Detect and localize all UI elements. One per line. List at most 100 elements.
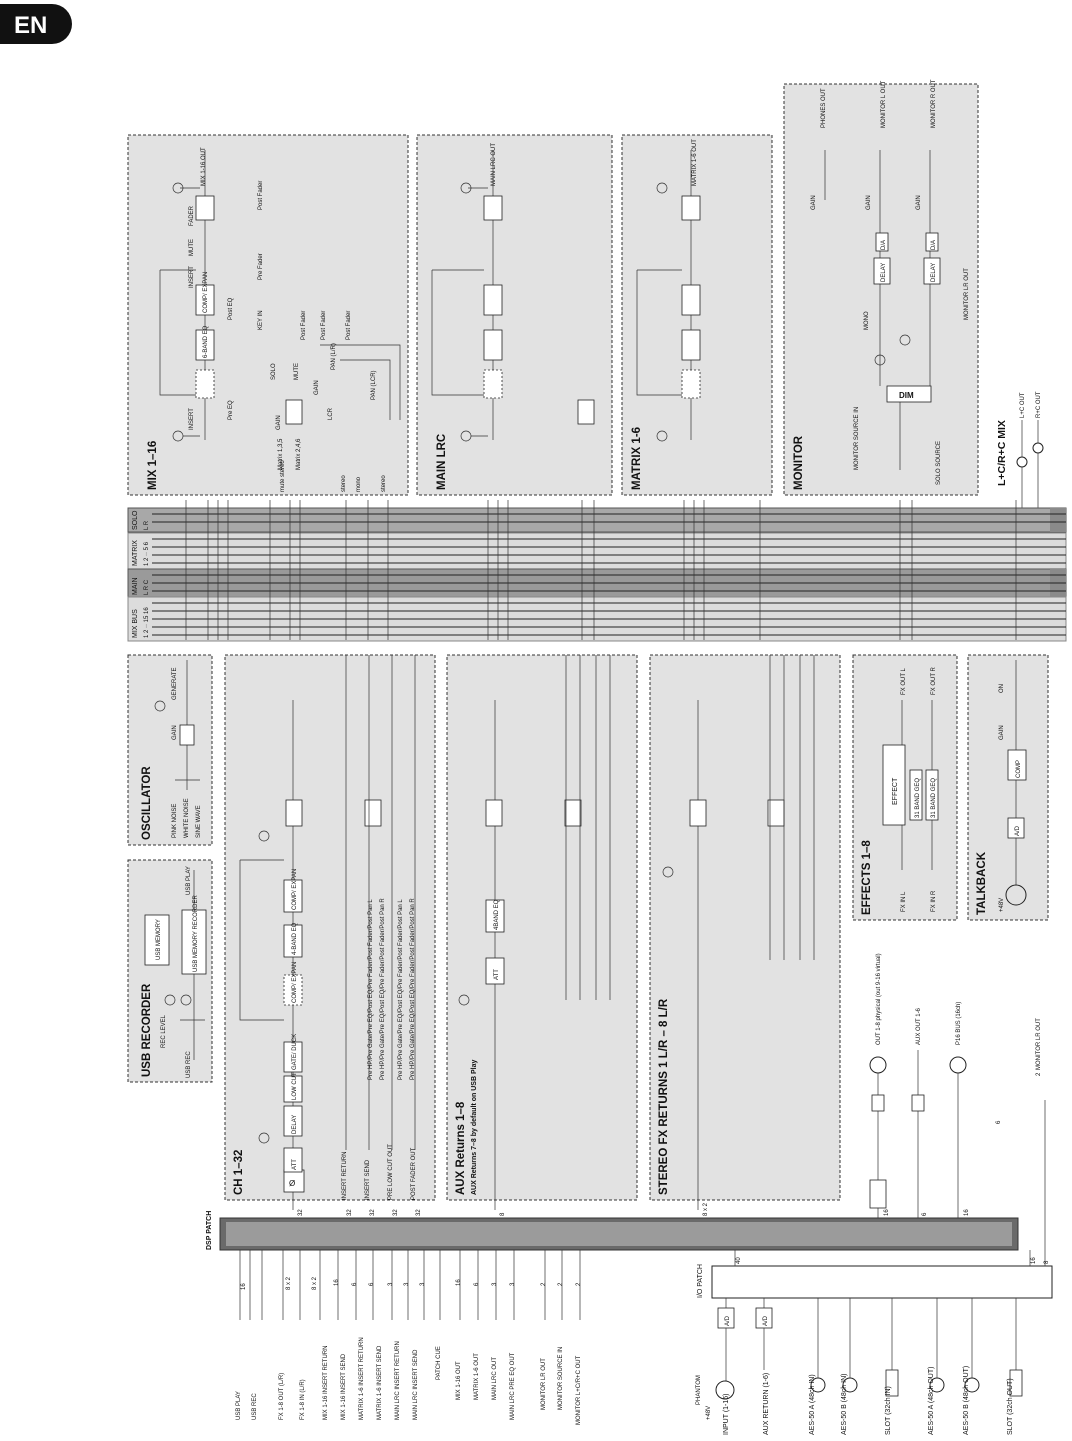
fx-returns-block: STEREO FX RETURNS 1 L/R – 8 L/R — [649, 654, 841, 1210]
mix-block-title: MIX 1–16 — [147, 441, 159, 490]
talkback-block: TALKBACK COMP A/D GAIN ON +48V — [967, 654, 1049, 921]
svg-text:L+C OUT: L+C OUT — [1020, 392, 1026, 418]
svg-text:MONITOR R OUT: MONITOR R OUT — [931, 79, 937, 128]
svg-text:FX IN R: FX IN R — [931, 890, 937, 912]
bus-count: 6 — [922, 1212, 928, 1216]
svg-text:OUT 1-8 physical (out 9-16 vir: OUT 1-8 physical (out 9-16 virtual) — [876, 953, 882, 1045]
svg-text:MONITOR LR OUT: MONITOR LR OUT — [1036, 1018, 1042, 1070]
bottom-label: MONITOR L+C/R+C OUT — [576, 1355, 582, 1425]
svg-text:FADER: FADER — [189, 205, 195, 226]
bus-count: 8 — [500, 1212, 506, 1216]
bottom-label: MAIN LRC OUT — [492, 1357, 498, 1400]
svg-text:LCR: LCR — [328, 407, 334, 420]
oscillator-block: OSCILLATOR GENERATE GAIN PINK NOISE WHIT… — [127, 654, 213, 846]
svg-text:ATT: ATT — [494, 969, 500, 980]
svg-text:GAIN: GAIN — [276, 415, 282, 430]
svg-text:A/D: A/D — [725, 1315, 731, 1326]
svg-text:GENERATE: GENERATE — [172, 667, 178, 700]
svg-text:+48V: +48V — [706, 1406, 712, 1420]
svg-text:USB MEMORY: USB MEMORY — [156, 919, 162, 960]
svg-text:Pre HP/Pre Gate/Pre EQ/Post EQ: Pre HP/Pre Gate/Pre EQ/Post EQ/Pre Fader… — [380, 898, 386, 1080]
svg-text:COMP: COMP — [1016, 760, 1022, 778]
io-labels: INPUT (1-16) AUX RETURN (1-6) AES-50 A (… — [723, 1366, 1014, 1435]
bottom-label: USB REC — [252, 1393, 258, 1420]
bus-mix-label: MIX BUS — [132, 609, 139, 638]
svg-text:Pre HP/Pre Gate/Pre EQ/Post EQ: Pre HP/Pre Gate/Pre EQ/Post EQ/Pre Fader… — [368, 899, 374, 1080]
bus-count: 6 — [996, 1120, 1002, 1124]
bottom-label: MAIN LRC INSERT SEND — [413, 1349, 419, 1420]
bus-count: 2 — [541, 1282, 547, 1286]
svg-text:FX OUT R: FX OUT R — [931, 666, 937, 695]
svg-text:MATRIX 1-6 OUT: MATRIX 1-6 OUT — [692, 139, 698, 186]
monitor-block-title: MONITOR — [793, 435, 805, 490]
io-label: AES-50 B (48ch OUT) — [963, 1366, 970, 1435]
bus-count: 2 — [576, 1282, 582, 1286]
svg-text:MUTE: MUTE — [189, 239, 195, 256]
svg-text:Post EQ: Post EQ — [228, 297, 234, 320]
bottom-output-labels: USB PLAY USB REC FX 1-8 OUT (L/R) FX 1-8… — [236, 1337, 582, 1425]
bus-count: 6 — [352, 1282, 358, 1286]
bus-count: 8 x 2 — [312, 1276, 318, 1290]
bottom-label: MONITOR LR OUT — [541, 1358, 547, 1410]
svg-text:SINE WAVE: SINE WAVE — [196, 805, 202, 838]
io-label: SLOT (32ch IN) — [885, 1386, 892, 1435]
bottom-label: MAIN LRC PRE EQ OUT — [510, 1352, 516, 1420]
io-label: AES-50 A (48ch IN) — [809, 1374, 816, 1435]
svg-text:PAN (LCR): PAN (LCR) — [371, 370, 377, 400]
dsp-patch-label: DSP PATCH — [206, 1211, 213, 1250]
io-label: AUX RETURN (1-6) — [763, 1373, 770, 1435]
io-label: AES-50 B (48ch IN) — [841, 1374, 848, 1435]
svg-text:4BAND EQ: 4BAND EQ — [494, 899, 500, 930]
svg-text:POST FADER OUT: POST FADER OUT — [411, 1147, 417, 1200]
svg-text:stereo: stereo — [341, 475, 347, 492]
svg-text:GAIN: GAIN — [916, 195, 922, 210]
bottom-label: MIX 1-16 INSERT SEND — [341, 1353, 347, 1420]
svg-text:A/D: A/D — [1015, 825, 1021, 836]
svg-text:1 2 ·· 15 16: 1 2 ·· 15 16 — [144, 607, 150, 638]
svg-text:6-BAND EQ: 6-BAND EQ — [203, 325, 209, 358]
svg-text:MONITOR L OUT: MONITOR L OUT — [881, 80, 887, 128]
bottom-label: MIX 1-16 INSERT RETURN — [323, 1346, 329, 1420]
bus-count: 32 — [393, 1209, 399, 1216]
bottom-label: PATCH CUE — [436, 1346, 442, 1380]
svg-text:DELAY: DELAY — [292, 1115, 298, 1134]
bottom-label: MATRIX 1-6 INSERT SEND — [377, 1345, 383, 1420]
bus-count: 40 — [736, 1257, 742, 1264]
bus-count: 16 — [964, 1209, 970, 1216]
svg-text:L R C: L R C — [144, 579, 150, 595]
main-block-title: MAIN LRC — [436, 434, 448, 490]
mix-block: MIX 1–16 MIX 1-16 OUT FADER MUTE INSERT … — [127, 134, 409, 496]
svg-text:LOW CUT: LOW CUT — [292, 1072, 298, 1100]
svg-text:1 2 ·· 5 6: 1 2 ·· 5 6 — [144, 541, 150, 566]
bus-count: 3 — [404, 1282, 410, 1286]
svg-text:EFFECT: EFFECT — [892, 777, 899, 805]
svg-text:INSERT SEND: INSERT SEND — [365, 1159, 371, 1200]
svg-text:USB MEMORY RECORDER: USB MEMORY RECORDER — [193, 895, 199, 972]
svg-text:DELAY: DELAY — [931, 263, 937, 282]
bus-count: 6 — [474, 1282, 480, 1286]
svg-text:PINK NOISE: PINK NOISE — [172, 804, 178, 838]
bus-count: 8 x 2 — [286, 1276, 292, 1290]
svg-text:Post Fader: Post Fader — [346, 311, 352, 340]
bottom-label: FX 1-8 IN (L/R) — [300, 1379, 306, 1420]
svg-text:P16 BUS (16ch): P16 BUS (16ch) — [956, 1002, 962, 1045]
svg-text:31 BAND GEQ: 31 BAND GEQ — [915, 778, 921, 818]
svg-text:Pre EQ: Pre EQ — [228, 400, 234, 420]
svg-text:mute stereo: mute stereo — [280, 460, 286, 492]
bottom-routing-lines — [239, 1250, 581, 1320]
bus-count: 32 — [298, 1209, 304, 1216]
svg-text:WHITE NOISE: WHITE NOISE — [184, 798, 190, 838]
usb-recorder-title: USB RECORDER — [141, 983, 153, 1077]
svg-text:Pre Fader: Pre Fader — [258, 253, 264, 280]
bottom-label: MATRIX 1-6 INSERT RETURN — [359, 1337, 365, 1420]
svg-text:31 BAND GEQ: 31 BAND GEQ — [931, 778, 937, 818]
io-label: AES-50 A (48ch OUT) — [928, 1367, 935, 1435]
io-section: OUT 1-8 physical (out 9-16 virtual) AUX … — [696, 953, 1042, 1420]
svg-text:DIM: DIM — [899, 391, 914, 400]
bus-count: 6 — [369, 1282, 375, 1286]
monitor-block: MONITOR PHONES OUT MONITOR L OUT MONITOR… — [783, 79, 979, 496]
svg-text:GAIN: GAIN — [811, 195, 817, 210]
svg-text:D/A: D/A — [881, 240, 887, 250]
svg-text:mono: mono — [356, 476, 362, 492]
